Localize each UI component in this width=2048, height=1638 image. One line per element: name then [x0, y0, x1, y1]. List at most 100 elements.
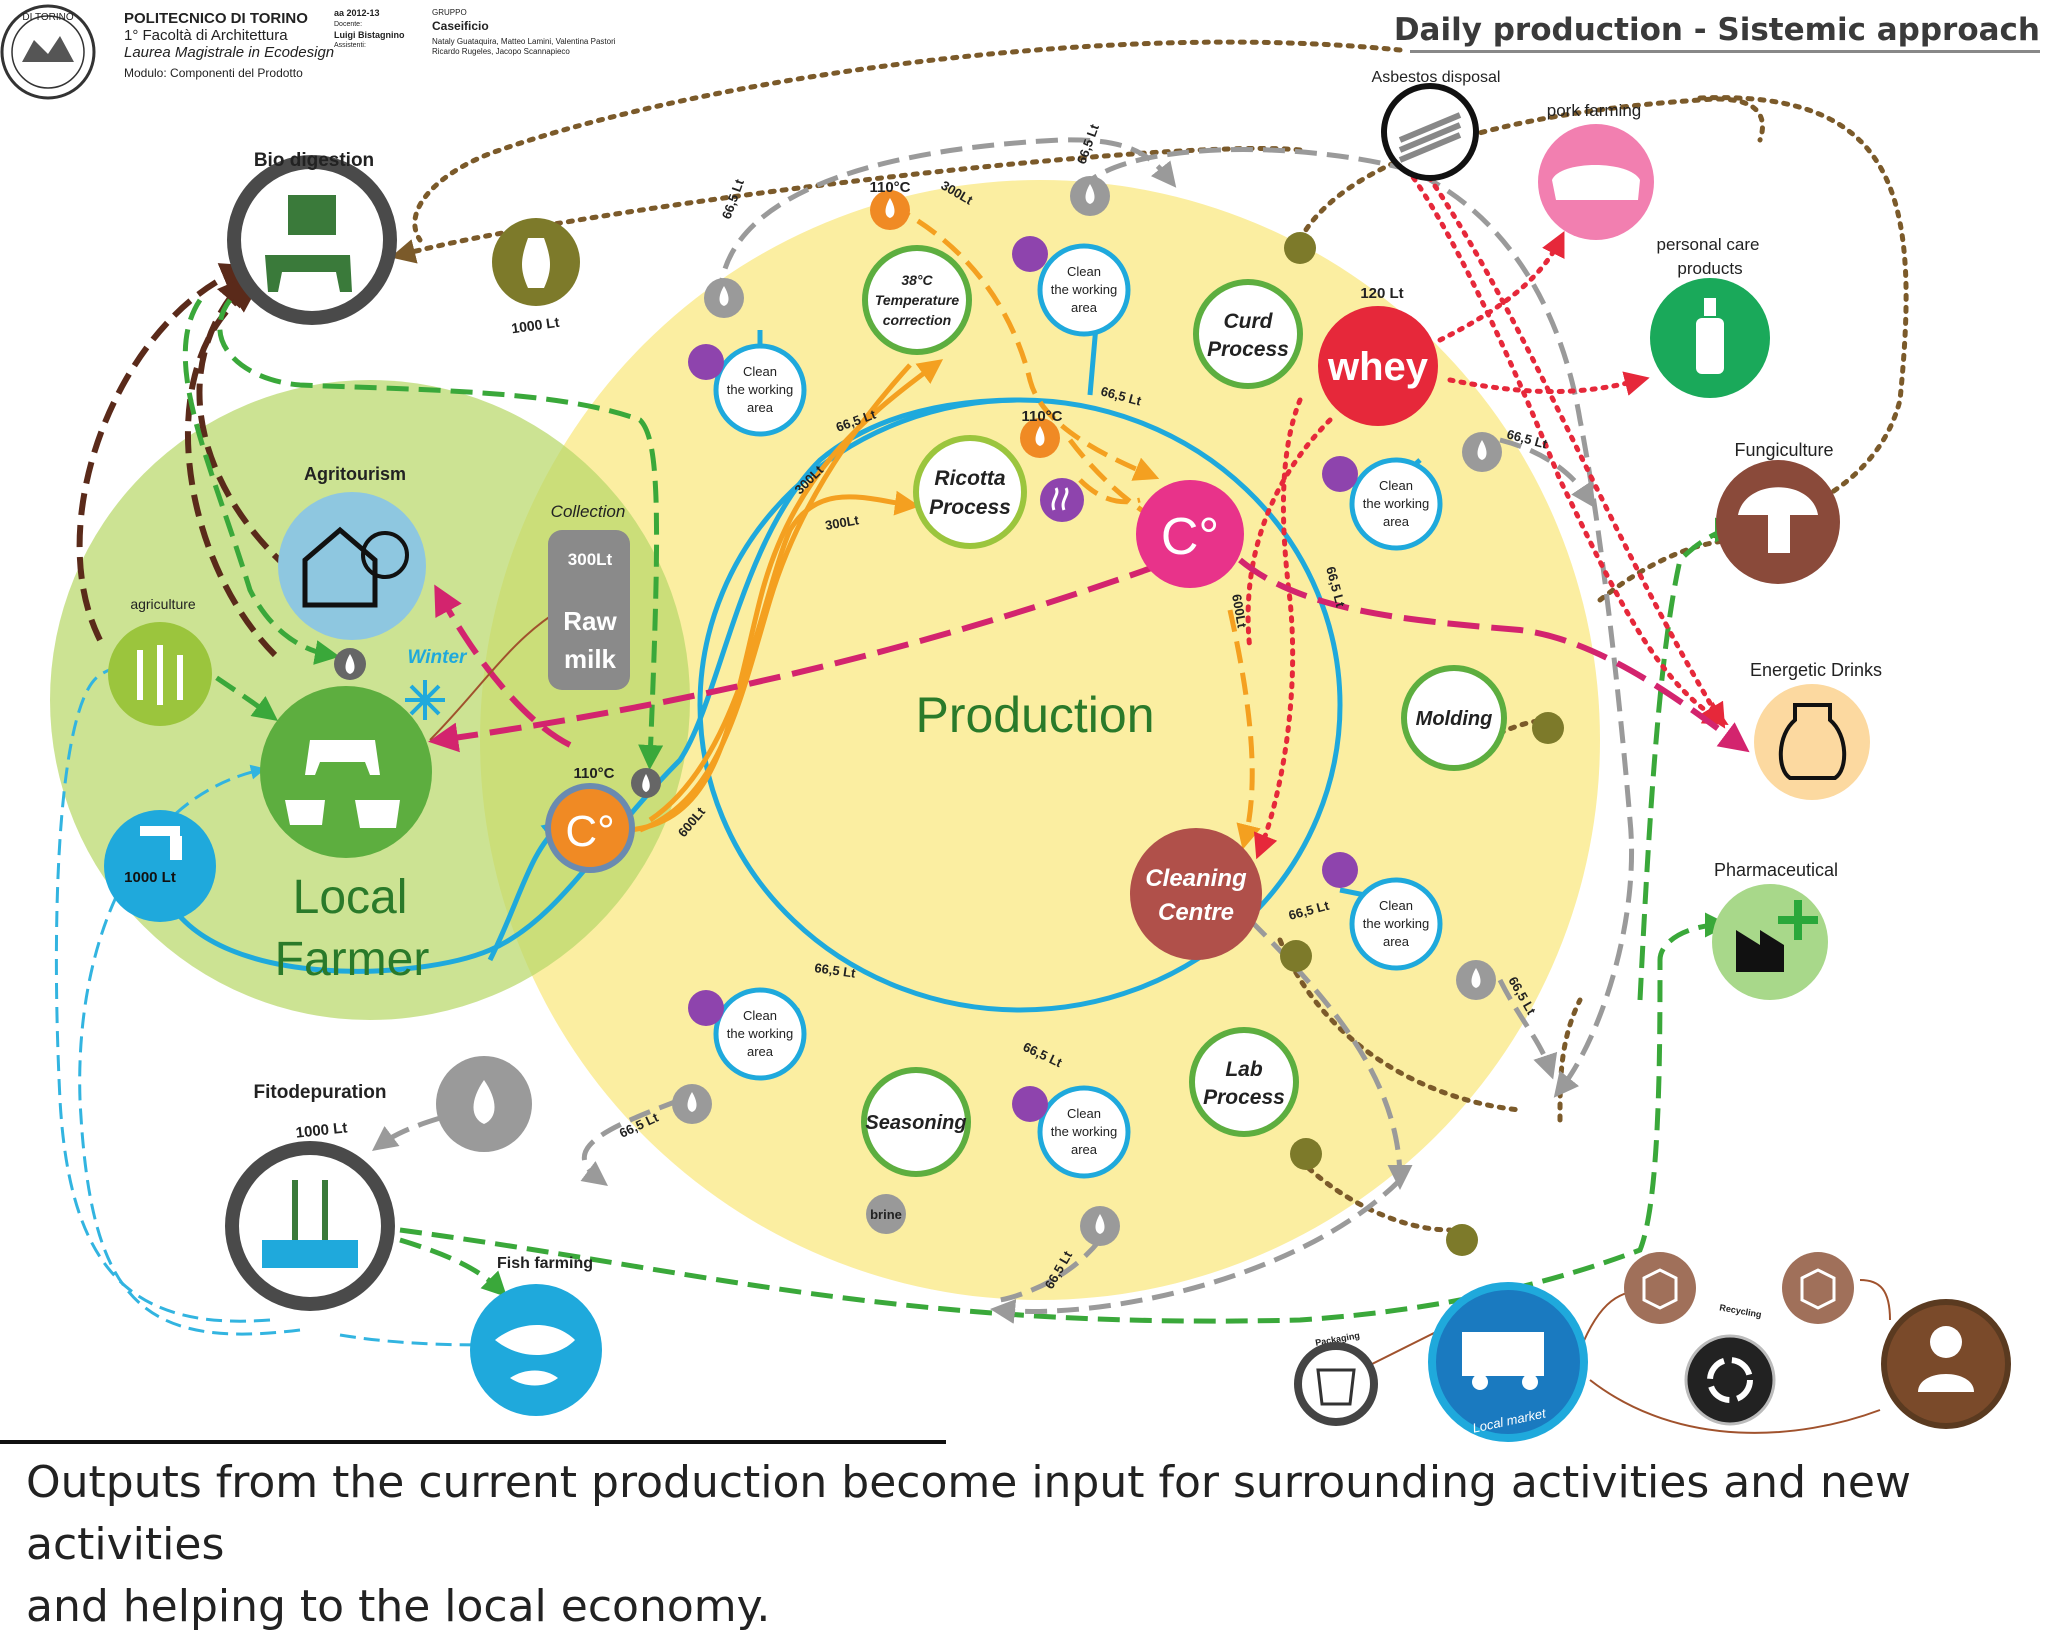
local-farmer-node[interactable]: Local Farmer — [260, 686, 432, 986]
product-box-node-1[interactable] — [1624, 1252, 1696, 1324]
personal-care-node[interactable]: personal care products — [1650, 235, 1770, 398]
whey-node[interactable]: whey 120 Lt — [1318, 285, 1438, 426]
raw-milk-volume: 300Lt — [568, 550, 613, 569]
temp-label-2: correction — [883, 312, 951, 328]
clean-area-node-1[interactable]: Clean the working area — [688, 343, 807, 437]
production-label: Production — [915, 687, 1154, 743]
steam-icon — [1051, 487, 1069, 511]
drop-icon — [719, 286, 729, 306]
clean-area-label-2: the working — [1363, 496, 1429, 511]
heater-symbol-2: C° — [1161, 508, 1219, 566]
heater-node-left[interactable]: C° 110°C — [545, 765, 661, 873]
group-name: Caseificio — [432, 19, 489, 33]
pig-icon — [1552, 165, 1640, 200]
drop-icon — [1035, 426, 1045, 446]
diagram-svg: DI TORINO — [0, 4, 2011, 1442]
collection-label: Collection — [551, 502, 626, 521]
heater-temp: 110°C — [573, 765, 614, 782]
page-title: Daily production - Sistemic approach — [1393, 12, 2040, 48]
drop-icon — [1095, 1214, 1105, 1234]
water-source-node[interactable]: 1000 Lt — [104, 810, 216, 922]
winter-label: Winter — [408, 647, 469, 668]
clean-area-node-5[interactable]: Clean the working area — [688, 987, 807, 1081]
pork-farming-node[interactable]: pork farming — [1538, 101, 1654, 240]
personal-care-label-2: products — [1677, 259, 1742, 278]
packaging-node[interactable]: Packaging — [1294, 1330, 1378, 1426]
clean-area-label-2: the working — [1051, 1124, 1117, 1139]
asbestos-disposal-node[interactable]: Asbestos disposal — [1372, 69, 1501, 181]
clean-area-node-3[interactable]: Clean the working area — [1322, 456, 1443, 551]
apple-core-badge — [1446, 1224, 1478, 1256]
apple-core-badge — [1280, 940, 1312, 972]
farmhouse-icon — [302, 526, 378, 608]
agritourism-node[interactable]: Agritourism — [278, 464, 426, 640]
sheep-icon — [285, 800, 325, 825]
temp-value: 38°C — [901, 272, 933, 288]
molding-label: Molding — [1416, 708, 1493, 730]
consumer-node[interactable] — [1881, 1299, 2011, 1429]
bio-digestion-node[interactable]: Bio digestion — [227, 150, 397, 325]
organic-waste-node: 1000 Lt — [492, 218, 580, 336]
spray-icon — [688, 344, 724, 380]
reed-icon — [292, 1180, 328, 1240]
clean-area-label-3: area — [1383, 934, 1410, 949]
apple-core-badge — [1532, 712, 1564, 744]
spray-icon — [1322, 456, 1358, 492]
clean-area-node-6[interactable]: Clean the working area — [1012, 1085, 1131, 1179]
agriculture-node[interactable]: agriculture — [108, 596, 212, 726]
molding-node[interactable]: Molding — [1401, 665, 1507, 771]
roof-sheet-icon — [1398, 112, 1462, 163]
steam-badge — [1040, 478, 1084, 522]
clean-area-node-4[interactable]: Clean the working area — [1322, 852, 1443, 971]
academic-year: aa 2012-13 — [334, 8, 380, 18]
cross-icon — [1778, 900, 1818, 940]
recycling-node[interactable]: Recycling — [1684, 1302, 1776, 1426]
pharmaceutical-node[interactable]: Pharmaceutical — [1712, 860, 1838, 1000]
cleaning-centre-node[interactable]: Cleaning Centre — [1130, 828, 1262, 960]
fish-farming-node[interactable]: Fish farming — [470, 1255, 602, 1416]
person-icon — [1930, 1326, 1962, 1358]
bag-icon — [1316, 1368, 1356, 1406]
diagram-stage: DI TORINO — [0, 4, 2011, 1442]
volume-label: 300Lt — [824, 512, 861, 533]
cow-icon — [265, 255, 352, 292]
ricotta-process-node[interactable]: Ricotta Process 110°C — [913, 408, 1084, 549]
fungiculture-node[interactable]: Fungiculture — [1716, 440, 1840, 584]
curd-process-node[interactable]: Curd Process — [1193, 279, 1303, 389]
lab-process-node[interactable]: Lab Process — [1189, 1027, 1299, 1137]
clean-area-node-2[interactable]: Clean the working area — [1012, 236, 1131, 337]
volume-label: 600Lt — [1229, 593, 1250, 630]
raw-milk-node[interactable]: Collection 300Lt Raw milk — [548, 502, 630, 690]
ricotta-temp: 110°C — [1021, 408, 1062, 425]
waste-flow — [390, 39, 1909, 1233]
milk-can-icon — [548, 530, 630, 690]
faculty-name: 1° Facoltà di Architettura — [124, 27, 288, 44]
volume-label: 66,5 Lt — [1074, 122, 1102, 166]
seasoning-node[interactable]: Seasoning brine — [861, 1067, 971, 1234]
heater-node-production[interactable]: C° — [1136, 480, 1244, 588]
drop-icon — [1477, 440, 1487, 460]
food-truck-icon — [1462, 1332, 1544, 1376]
seal-text: DI TORINO — [22, 12, 74, 23]
drop-icon — [1471, 968, 1481, 988]
fitodepuration-volume: 1000 Lt — [295, 1119, 348, 1141]
digester-icon — [288, 195, 336, 235]
energetic-drinks-node[interactable]: Energetic Drinks — [1750, 660, 1882, 800]
agriculture-label: agriculture — [130, 596, 196, 612]
personal-care-label-1: personal care — [1656, 235, 1759, 254]
waste-volume-label: 1000 Lt — [510, 314, 560, 337]
local-farmer-label-2: Farmer — [275, 933, 430, 986]
local-market-node[interactable]: Local market — [1428, 1282, 1588, 1442]
caption-line-1: Outputs from the current production beco… — [26, 1457, 1911, 1570]
caption-line-2: and helping to the local economy. — [26, 1581, 771, 1632]
caption-divider — [0, 1440, 946, 1444]
fitodepuration-node[interactable]: Fitodepuration 1000 Lt — [225, 1082, 395, 1311]
group-members-2: Ricardo Rugeles, Jacopo Scannapieco — [432, 47, 570, 56]
product-box-node-2[interactable] — [1782, 1252, 1854, 1324]
whey-volume: 120 Lt — [1360, 285, 1403, 302]
bio-digestion-label: Bio digestion — [254, 150, 374, 171]
clean-area-label-1: Clean — [743, 1008, 777, 1023]
temperature-correction-node[interactable]: 38°C Temperature correction 110°C — [862, 179, 972, 355]
drop-icon — [473, 1080, 495, 1124]
energetic-drinks-label: Energetic Drinks — [1750, 660, 1882, 680]
